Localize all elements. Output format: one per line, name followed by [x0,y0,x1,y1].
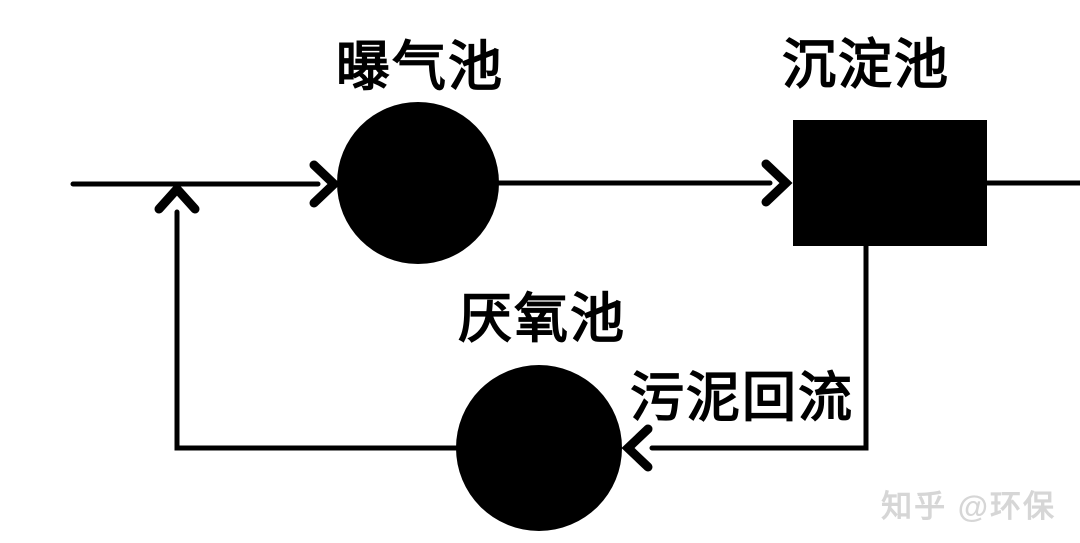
arrowhead-into-aeration-icon [309,160,341,208]
sedimentation-tank-label: 沉淀池 [782,35,950,95]
aeration-tank-label: 曝气池 [336,37,504,97]
anaerobic-tank-shape [456,365,622,531]
arrowhead-into-anaerobic-icon [621,424,653,472]
arrowhead-recycle-up-icon [154,182,200,214]
sludge-return-label: 污泥回流 [630,368,854,428]
sedimentation-tank-shape [793,120,987,246]
arrowhead-into-sedimentation-icon [761,159,793,207]
recycle-line [174,209,461,451]
zhihu-watermark: 知乎 @环保 [881,489,1056,524]
aeration-tank-shape [337,102,499,264]
sludge-return-line [649,243,869,451]
anaerobic-tank-label: 厌氧池 [458,289,626,349]
